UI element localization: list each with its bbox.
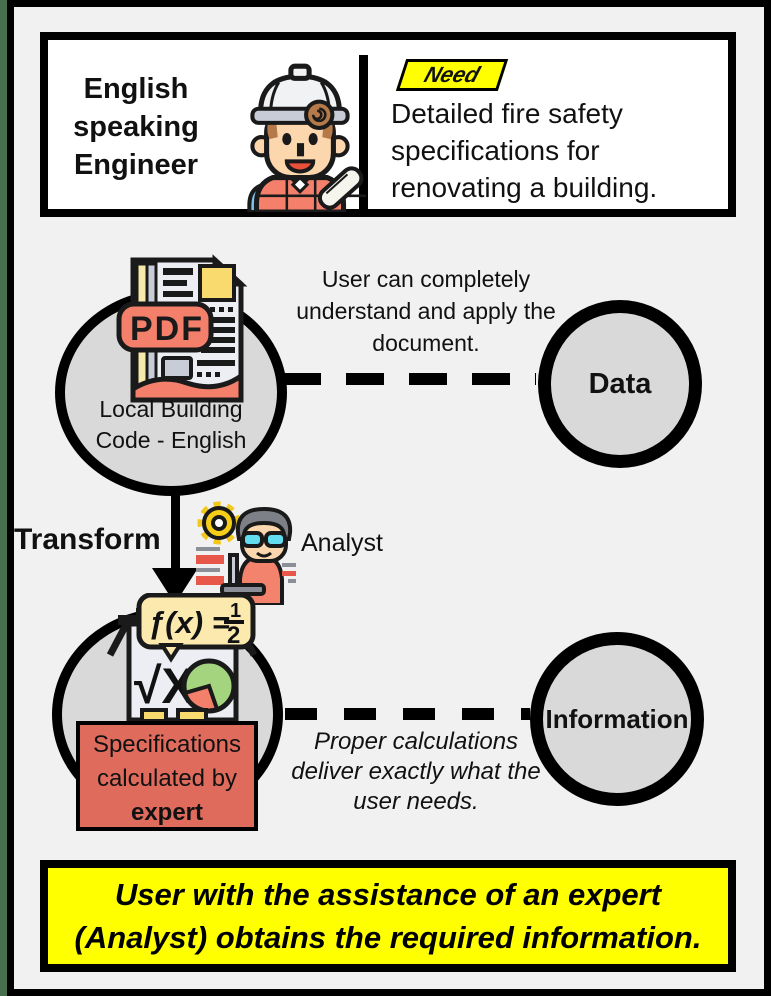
need-description: Detailed fire safety specifications for …: [391, 98, 658, 203]
data-node-label: Data: [588, 367, 652, 400]
information-annotation: Proper calculations deliver exactly what…: [291, 728, 541, 815]
result-box: Specifications calculated by expert: [76, 721, 258, 831]
user-need-box: English speaking Engineer Need Detailed …: [40, 32, 736, 217]
transform-label: Transform: [14, 523, 161, 556]
conclusion-text: User with the assistance of an expert (A…: [74, 877, 702, 955]
left-edge-strip: [0, 0, 7, 996]
math-calculation-icon: √X ƒ(x) = 1 2: [106, 593, 258, 723]
result-text-bold: expert: [130, 799, 204, 826]
result-text-main: Specifications calculated by: [92, 731, 242, 792]
data-link-dashed-line: [283, 373, 536, 385]
vertical-divider: [359, 55, 368, 211]
engineer-avatar-icon: [247, 63, 366, 212]
information-node-circle: Information: [530, 632, 704, 806]
conclusion-banner: User with the assistance of an expert (A…: [40, 860, 736, 972]
need-badge-label: Need: [421, 62, 484, 87]
information-node-label: Information: [545, 703, 689, 734]
pdf-badge-label: PDF: [130, 310, 204, 348]
transform-arrow-icon: [152, 494, 198, 604]
outer-frame: [7, 0, 771, 996]
formula-lhs: ƒ(x) =: [148, 605, 230, 640]
formula-numerator: 1: [230, 600, 241, 622]
analyst-icon: [196, 501, 296, 605]
data-node-circle: Data: [538, 300, 702, 468]
need-badge: Need: [395, 59, 509, 91]
data-annotation: User can completely understand and apply…: [296, 266, 556, 356]
information-link-dashed-line: [285, 708, 530, 720]
formula-denominator: 2: [227, 622, 240, 649]
source-document-label: Local Building Code - English: [95, 396, 247, 453]
analyst-label: Analyst: [301, 529, 383, 557]
user-title: English speaking Engineer: [73, 73, 199, 181]
pdf-document-icon: PDF: [116, 254, 248, 403]
